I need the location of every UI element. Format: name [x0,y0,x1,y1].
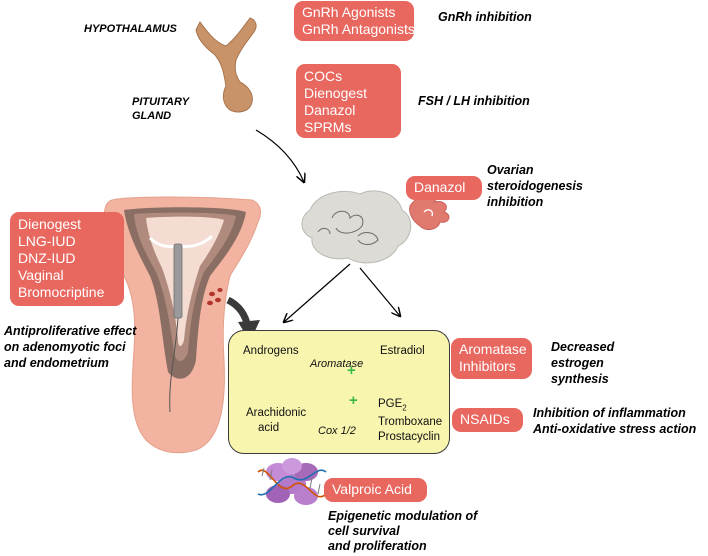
estrogen-pathway-box [228,330,450,454]
nsaids-pill: NSAIDs [452,408,523,432]
pituitary-to-ovary-arrow [255,129,304,182]
uterus-icon [103,196,261,454]
ovarian-steroidogenesis-label: Ovarian steroidogenesis inhibition [487,163,583,209]
fsh-lh-inhibition-label: FSH / LH inhibition [418,94,530,108]
androgens-text: Androgens [243,345,299,357]
valproic-acid-pill: Valproic Acid [324,478,427,502]
fsh-lh-drugs-pill: COCs Dienogest Danazol SPRMs [296,64,401,138]
inflammation-label: Inhibition of inflammation Anti-oxidativ… [533,406,697,436]
gnrh-drugs-pill: GnRh Agonists GnRh Antagonists [294,1,415,41]
estradiol-text: Estradiol [380,345,425,357]
dna-histone-icon [257,458,327,505]
prostacyclin-text: Prostacyclin [378,431,440,444]
decreased-estrogen-label: Decreased estrogen synthesis [551,340,615,386]
ovary-icon [301,185,450,264]
pge-subscript: 2 [402,403,407,413]
pituitary-label: PITUITARY GLAND [132,96,190,122]
ovary-to-box-arrow [359,267,400,316]
cox-text: Cox 1/2 [318,425,356,437]
gnrh-inhibition-label: GnRh inhibition [438,10,532,24]
ovary-to-uterus-arrow [284,263,351,322]
plus-sign-bottom: + [349,392,358,409]
tromboxane-text: Tromboxane [378,416,443,429]
arachidonic-acid-text: Arachidonic acid [246,407,307,434]
epigenetic-label: Epigenetic modulation of cell survival a… [328,509,478,553]
aromatase-text: Aromatase [310,358,364,370]
danazol-ovary-pill: Danazol [406,176,482,200]
antiproliferative-label: Antiproliferative effect on adenomyotic … [4,324,137,370]
uterine-drugs-pill: Dienogest LNG-IUD DNZ-IUD Vaginal Bromoc… [10,212,124,306]
pge-text: PGE [378,398,403,410]
prostaglandins-text: PGE2 Tromboxane Prostacyclin [378,397,442,445]
hypothalamus-label: HYPOTHALAMUS [84,23,177,35]
pituitary-gland-icon [195,17,257,113]
aromatase-inhibitors-pill: Aromatase Inhibitors [451,338,532,379]
plus-sign-top: + [347,362,356,379]
